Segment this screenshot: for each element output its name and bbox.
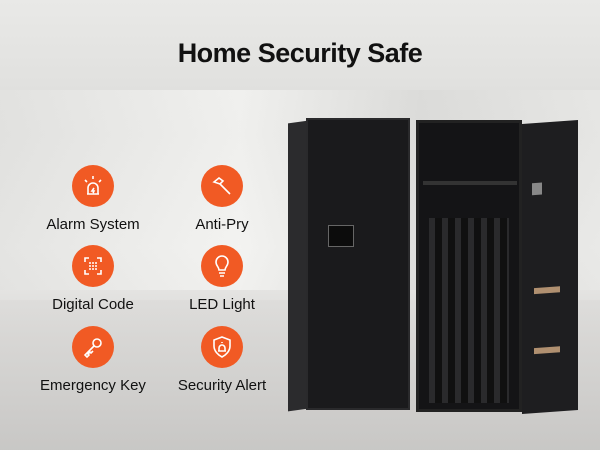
feature-alarm-system: Alarm System — [28, 165, 158, 233]
ammo-holder — [534, 286, 560, 295]
alarm-siren-icon — [72, 165, 114, 207]
key-icon — [72, 326, 114, 368]
light-bulb-icon — [201, 245, 243, 287]
feature-emergency-key: Emergency Key — [28, 326, 158, 394]
open-safe-body — [416, 120, 522, 412]
ammo-holder — [534, 346, 560, 355]
feature-label: Anti-Pry — [195, 216, 249, 233]
shield-alert-icon — [201, 326, 243, 368]
page-title: Home Security Safe — [177, 38, 423, 68]
keypad-icon — [72, 245, 114, 287]
feature-label: Emergency Key — [40, 377, 146, 394]
feature-anti-pry: Anti-Pry — [157, 165, 287, 233]
feature-label: LED Light — [189, 296, 255, 313]
feature-led-light: LED Light — [157, 245, 287, 313]
closed-safe-side — [288, 120, 308, 412]
feature-label: Alarm System — [46, 216, 140, 233]
hammer-icon — [201, 165, 243, 207]
door-keypad — [532, 182, 542, 196]
keypad — [328, 225, 354, 247]
feature-label: Digital Code — [52, 296, 134, 313]
feature-label: Security Alert — [177, 377, 267, 394]
feature-digital-code: Digital Code — [28, 245, 158, 313]
open-safe-door — [522, 120, 578, 414]
closed-safe-door — [306, 118, 410, 410]
shelf — [423, 181, 517, 185]
feature-security-alert: Security Alert — [157, 326, 287, 394]
rifle-rack — [429, 218, 509, 403]
